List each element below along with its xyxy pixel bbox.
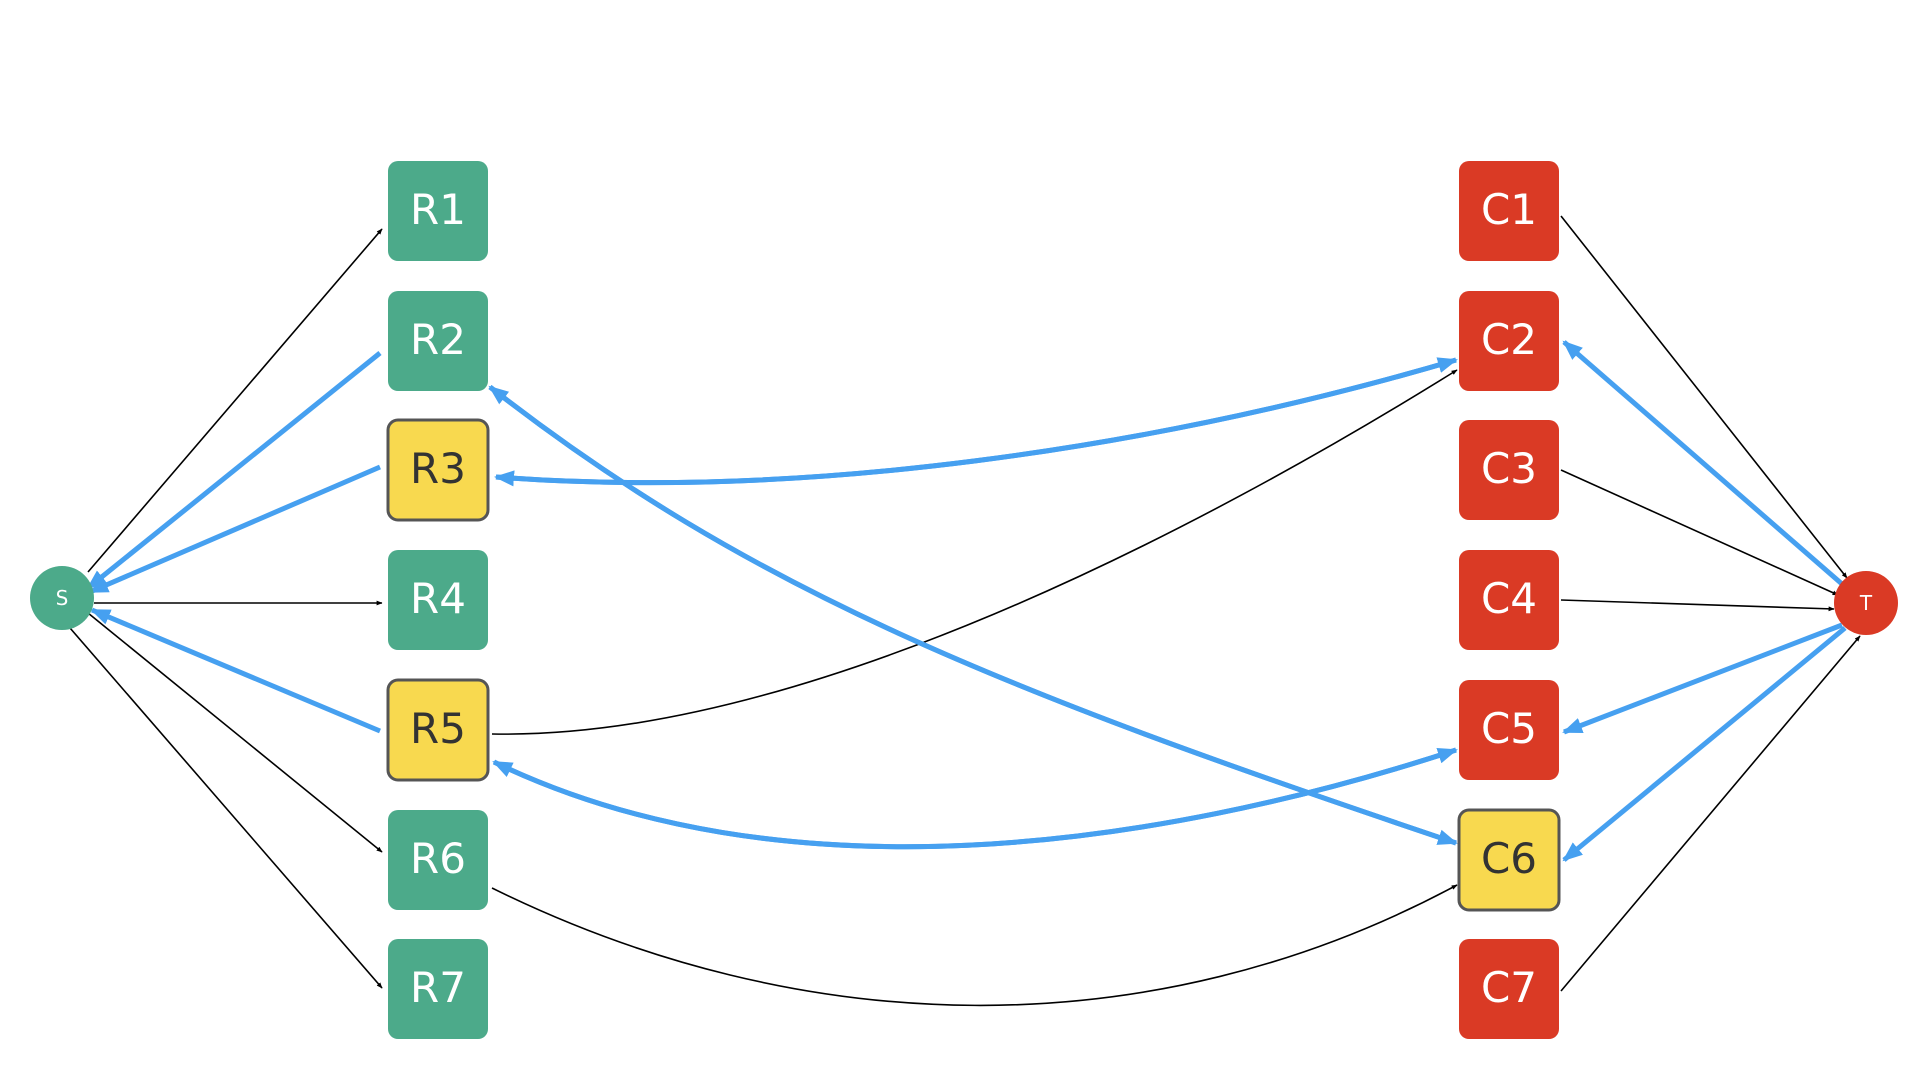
edge-s-to-r1	[87, 228, 383, 573]
edge-c6-to-r2	[488, 385, 1457, 846]
edge-c7-to-t	[1560, 635, 1861, 992]
row-node-r3-label: R3	[410, 444, 466, 493]
edge-c1-to-t	[1560, 215, 1848, 579]
edges-layer	[69, 215, 1861, 1007]
column-node-c4[interactable]: C4	[1459, 550, 1559, 650]
edge-c4-to-t	[1560, 599, 1835, 612]
column-node-c2-label: C2	[1481, 315, 1537, 364]
column-node-c4-label: C4	[1481, 574, 1537, 623]
row-node-r1-label: R1	[410, 185, 466, 234]
column-node-c7-label: C7	[1481, 963, 1537, 1012]
row-node-r6[interactable]: R6	[388, 810, 488, 910]
edge-t-to-c5	[1562, 622, 1843, 735]
column-node-c1-label: C1	[1481, 185, 1537, 234]
edge-t-to-c2	[1562, 340, 1844, 586]
source-node-label: S	[56, 586, 69, 610]
row-node-r7-label: R7	[410, 963, 466, 1012]
edge-c5-to-r5	[492, 747, 1457, 850]
edge-s-to-r6	[87, 612, 383, 853]
edge-s-to-r7	[69, 627, 383, 989]
column-node-c3-label: C3	[1481, 444, 1537, 493]
row-node-r5[interactable]: R5	[386, 678, 490, 782]
edge-r3-to-c2	[495, 357, 1458, 486]
row-node-r4-label: R4	[410, 574, 466, 623]
row-node-r1[interactable]: R1	[388, 161, 488, 261]
row-node-r2-label: R2	[410, 315, 466, 364]
edge-t-to-c6	[1562, 626, 1847, 862]
column-node-c2[interactable]: C2	[1459, 291, 1559, 391]
edge-r2-to-s	[86, 351, 382, 590]
row-node-r4[interactable]: R4	[388, 550, 488, 650]
column-node-c1[interactable]: C1	[1459, 161, 1559, 261]
column-node-c5-label: C5	[1481, 704, 1537, 753]
row-node-r3[interactable]: R3	[386, 418, 490, 522]
row-node-r7[interactable]: R7	[388, 939, 488, 1039]
edge-r5-to-c2	[491, 369, 1458, 735]
edge-c3-to-t	[1560, 469, 1839, 596]
sink-node-label: T	[1859, 591, 1873, 615]
row-node-r2[interactable]: R2	[388, 291, 488, 391]
column-node-c6-label: C6	[1481, 834, 1537, 883]
column-node-c6[interactable]: C6	[1457, 808, 1561, 912]
source-node[interactable]: S	[30, 566, 94, 630]
edge-c2-to-r3	[494, 357, 1457, 487]
edge-r2-to-c6	[488, 385, 1458, 846]
column-node-c7[interactable]: C7	[1459, 939, 1559, 1039]
edge-r5-to-s	[90, 607, 381, 734]
edge-r3-to-s	[88, 464, 381, 595]
edge-r5-to-c5	[492, 747, 1458, 850]
column-node-c5[interactable]: C5	[1459, 680, 1559, 780]
edge-r6-to-c6	[491, 884, 1458, 1007]
row-node-r6-label: R6	[410, 834, 466, 883]
sink-node[interactable]: T	[1834, 571, 1898, 635]
column-node-c3[interactable]: C3	[1459, 420, 1559, 520]
row-node-r5-label: R5	[410, 704, 466, 753]
